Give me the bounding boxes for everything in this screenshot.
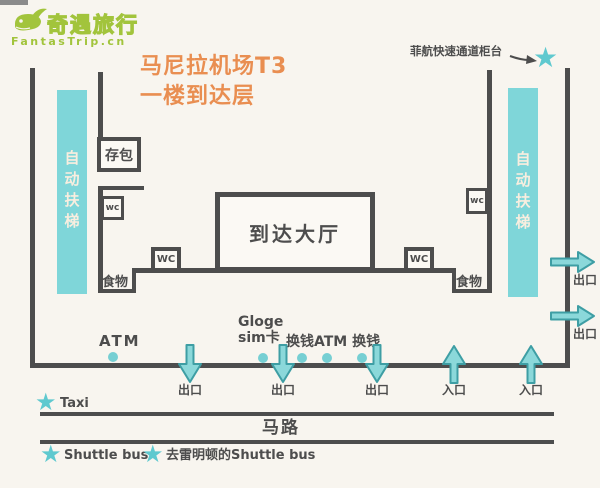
wall-right-outer [565,68,570,368]
taxi-star-icon: ★ [35,388,57,416]
money-exchange-label: 换钱ATM 换钱 [286,334,381,350]
exit-label-1: 出口 [177,383,202,397]
entrance-label-2: 入口 [518,383,543,397]
exit-right-label-2: 出口 [572,327,597,341]
exit-arrow-down-icon-2 [271,344,295,383]
brand-domain: FantasTrip.cn [11,35,127,48]
fast-track-star-icon: ★ [533,41,559,74]
wall-bottom [30,363,570,368]
wall-left-step-h [98,289,136,293]
atm-dot-icon [108,352,118,362]
sim-card-line1: Gloge [238,314,284,330]
wall-right-step-v [452,268,456,293]
exit-label-3: 出口 [364,383,389,397]
road-line-bottom [40,440,554,444]
wc-upper-left-box: wc [101,196,124,220]
exchange-dot-icon-3 [357,353,367,363]
exchange-dot-icon-1 [297,353,307,363]
sim-card-label: Gloge sim卡 [238,314,283,346]
escalator-right: 自动扶梯 [508,88,538,297]
shuttle-remington-star-icon: ★ [142,440,164,468]
wall-left-outer [30,68,35,368]
brand-name: 奇遇旅行 [46,12,139,37]
exit-arrow-down-icon-1 [178,344,202,383]
wc-lower-right-box: WC [404,247,434,272]
map-title-line2: 一楼到达层 [140,83,256,109]
road-line-top [40,412,554,416]
shuttle-remington-label: 去雷明顿的Shuttle bus [166,448,316,463]
fast-track-label: 菲航快速通道柜台 [410,44,502,58]
wall-right-step-h [452,289,492,293]
luggage-storage-box: 存包 [97,137,141,172]
wall-left-step-v [132,268,136,293]
fast-track-arrow-icon [509,55,537,64]
food-right-label: 食物 [456,275,483,290]
whale-logo-icon [14,8,47,31]
exit-arrow-down-icon-3 [365,344,389,383]
shuttle-bus-label: Shuttle bus [64,448,149,463]
atm-label: ATM [99,332,141,350]
wc-lower-left-box: WC [151,247,181,272]
arrival-hall-box: 到达大厅 [215,192,375,272]
sim-card-line2: sim卡 [238,330,280,347]
map-title-line1: 马尼拉机场T3 [140,54,288,79]
exit-arrow-right-icon-2 [550,305,595,327]
escalator-left-label: 自动扶梯 [62,150,81,234]
escalator-left: 自动扶梯 [57,90,87,294]
wc-upper-right-box: wc [466,188,488,214]
edge-artifact [0,0,28,5]
exchange-dot-icon-2 [322,353,332,363]
exit-right-label-1: 出口 [572,273,597,287]
exit-label-2: 出口 [270,383,295,397]
map-title: 马尼拉机场T3 一楼到达层 [140,52,287,111]
entrance-label-1: 入口 [441,383,466,397]
shuttle-star-icon: ★ [40,440,62,468]
escalator-right-label: 自动扶梯 [513,150,532,235]
taxi-label: Taxi [60,396,89,411]
wall-right-inner [487,70,492,291]
entrance-arrow-up-icon-1 [442,345,466,384]
wall-left-inner-top [98,72,103,137]
wall-under-luggage [98,186,144,190]
food-left-label: 食物 [102,275,129,290]
road-label: 马路 [262,418,300,438]
wall-left-inner-bottom [98,190,103,293]
entrance-arrow-up-icon-2 [519,345,543,384]
sim-dot-icon [258,353,268,363]
exit-arrow-right-icon-1 [550,251,595,273]
